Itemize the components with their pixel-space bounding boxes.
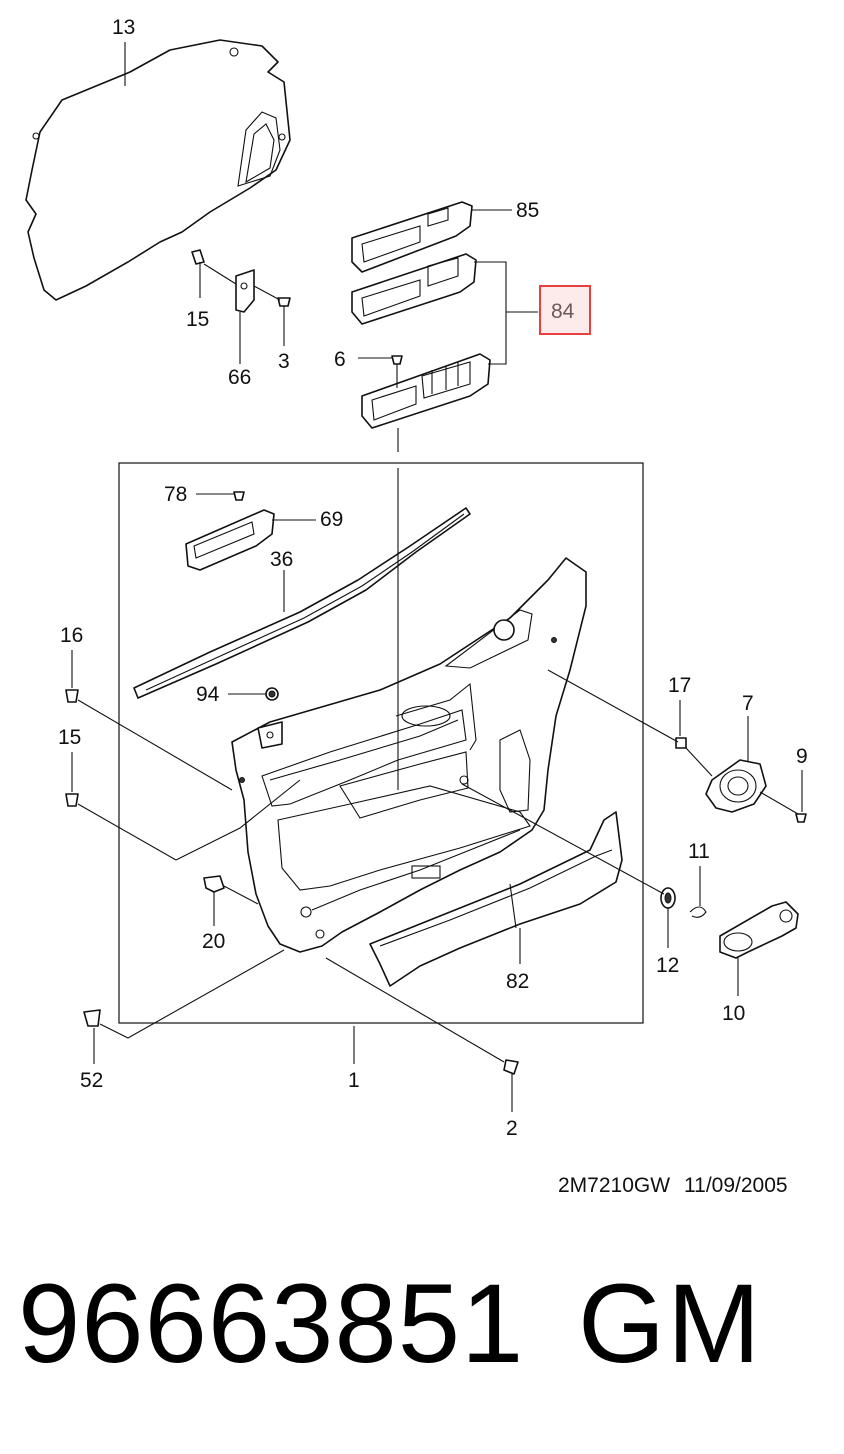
- callout-13: 13: [112, 16, 135, 39]
- callout-labels: 13 85 84 15 3 66 6 78 69 36 16 94 15 17 …: [58, 16, 808, 1140]
- callout-15-upper: 15: [186, 308, 209, 331]
- part-2-screw: [503, 1059, 519, 1075]
- callout-1: 1: [348, 1069, 360, 1092]
- callout-69: 69: [320, 508, 343, 531]
- part-12-grommet: [660, 887, 676, 909]
- callout-66: 66: [228, 366, 251, 389]
- callout-20: 20: [202, 930, 225, 953]
- part-66-bracket: [235, 269, 255, 313]
- part-15-clip-lower: [65, 793, 79, 807]
- callout-6: 6: [334, 348, 346, 371]
- part-36-weatherstrip: [133, 507, 471, 699]
- callout-52: 52: [80, 1069, 103, 1092]
- clip-mount: [257, 721, 283, 749]
- part-16-clip: [65, 689, 79, 703]
- callout-36: 36: [270, 548, 293, 571]
- callout-78: 78: [164, 483, 187, 506]
- callout-82: 82: [506, 970, 529, 993]
- callout-7: 7: [742, 692, 754, 715]
- assembly-frame: [118, 462, 644, 1024]
- callout-3: 3: [278, 350, 290, 373]
- callout-16: 16: [60, 624, 83, 647]
- callout-9: 9: [796, 745, 808, 768]
- part-85-window-switch: [351, 201, 473, 273]
- part-9-screw: [795, 813, 807, 823]
- part-84-window-switch-middle: [351, 253, 477, 325]
- callout-11: 11: [688, 840, 710, 863]
- drawing-date: 11/09/2005: [684, 1174, 788, 1197]
- callout-2: 2: [506, 1117, 518, 1140]
- highlight-box-84: [539, 285, 591, 335]
- part-84-window-switch-lower: [361, 353, 491, 429]
- part-69-switch-bezel: [185, 509, 275, 571]
- part-10-inner-handle: [719, 901, 799, 959]
- part-82-door-pocket: [369, 811, 623, 987]
- part-1-door-trim-panel: [231, 557, 587, 953]
- callout-94: 94: [196, 683, 220, 706]
- part-13-insulation-sheet: [25, 39, 291, 301]
- part-17-clip: [675, 737, 687, 749]
- part-3-screw: [277, 297, 291, 307]
- part-52-clip: [83, 1009, 101, 1027]
- part-78-clip: [233, 491, 245, 501]
- drawing-code: 2M7210GW: [558, 1174, 671, 1197]
- part-20-clip: [203, 875, 225, 893]
- callout-84: 84: [551, 300, 575, 323]
- part-number: 96663851: [18, 1261, 525, 1386]
- part-11-spring: [689, 906, 707, 918]
- callout-85: 85: [516, 199, 539, 222]
- part-7-handle-bezel: [705, 759, 767, 813]
- part-94-clip: [265, 687, 279, 701]
- leader-lines: [71, 42, 803, 1112]
- callout-17: 17: [668, 674, 691, 697]
- part-15-clip-upper: [191, 249, 205, 265]
- callout-12: 12: [656, 954, 679, 977]
- drawing-reference: 2M7210GW 11/09/2005: [558, 1174, 788, 1198]
- brand-name: GM: [578, 1261, 763, 1386]
- callout-10: 10: [722, 1002, 745, 1025]
- part-6-screw: [391, 355, 403, 388]
- callout-15-lower: 15: [58, 726, 81, 749]
